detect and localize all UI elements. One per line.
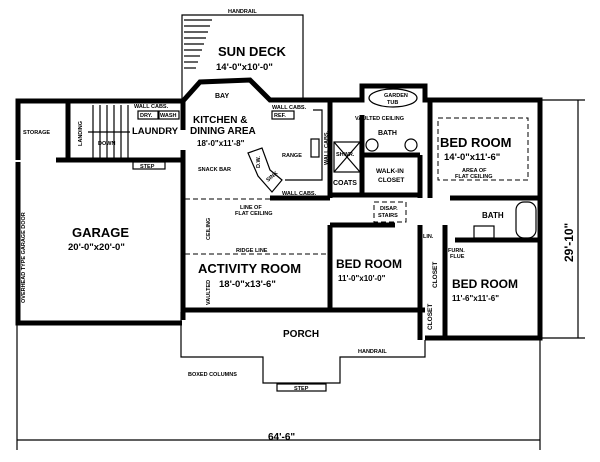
- handrail-label: HANDRAIL: [228, 9, 257, 15]
- ref-label: REF.: [274, 113, 286, 119]
- master-bath-label: BATH: [378, 130, 397, 137]
- stairs: [88, 105, 130, 158]
- walls: [15, 77, 543, 341]
- walk-in-closet-2: CLOSET: [378, 177, 404, 184]
- furn-flue-2: FLUE: [450, 254, 465, 260]
- porch-handrail-label: HANDRAIL: [358, 349, 387, 355]
- sun-deck: HANDRAIL SUN DECK 14'-0"x10'-0": [181, 9, 304, 100]
- laundry-label: LAUNDRY: [132, 126, 179, 137]
- ridge-line-label: RIDGE LINE: [236, 248, 268, 254]
- closet-1-label: CLOSET: [432, 262, 439, 288]
- wall-cabs-kitchen-right: WALL CABS.: [324, 130, 330, 165]
- bath-label: BATH: [482, 211, 504, 220]
- garage-label: GARAGE: [72, 225, 129, 240]
- activity-room-size: 18'-0"x13'-6": [219, 279, 276, 290]
- wall-cabs-laundry: WALL CABS.: [134, 104, 169, 110]
- laundry-step-label: STEP: [140, 164, 155, 170]
- shower-label: SHWR.: [336, 152, 355, 158]
- dryer-label: DRY.: [140, 113, 153, 119]
- snack-bar-label: SNACK BAR: [198, 167, 231, 173]
- width-dimension: 64'-6": [268, 432, 295, 443]
- sun-deck-size: 14'-0"x10'-0": [216, 62, 273, 73]
- depth-dimension: 29'-10": [562, 223, 576, 262]
- boxed-columns-label: BOXED COLUMNS: [188, 372, 237, 378]
- bedroom-2-size: 11'-0"x10'-0": [338, 274, 386, 283]
- walk-in-closet-1: WALK-IN: [376, 168, 404, 175]
- disap-stairs-2: STAIRS: [378, 213, 398, 219]
- ceiling-label: CEILING: [206, 218, 212, 240]
- washer-label: WASH: [160, 113, 177, 119]
- linen-label: LIN.: [423, 234, 434, 240]
- line-flat-ceiling-1: LINE OF: [240, 205, 262, 211]
- master-bedroom-size: 14'-0"x11'-6": [444, 152, 500, 163]
- area-flat-ceiling-1: AREA OF: [462, 168, 487, 174]
- furn-flue-1: FURN.: [448, 248, 465, 254]
- bedroom-3-size: 11'-6"x11'-6": [452, 294, 499, 303]
- closet-2-label: CLOSET: [427, 304, 434, 330]
- dimension-lines: [16, 99, 585, 450]
- garage-size: 20'-0"x20'-0": [68, 242, 125, 253]
- bay-label: BAY: [215, 93, 229, 100]
- wall-cabs-kitchen-top: WALL CABS.: [272, 105, 307, 111]
- range-label: RANGE: [282, 153, 302, 159]
- porch-label: PORCH: [283, 329, 319, 340]
- garden-tub-2: TUB: [387, 100, 398, 106]
- coats-label: COATS: [333, 180, 357, 187]
- kitchen-size: 18'-0"x11'-8": [197, 139, 245, 148]
- storage-label: STORAGE: [23, 130, 50, 136]
- kitchen-label-1: KITCHEN &: [193, 115, 247, 126]
- dishwasher-label: D.W.: [256, 156, 262, 168]
- vaulted-label: VAULTED: [206, 280, 212, 305]
- landing-label: LANDING: [78, 121, 84, 146]
- bedroom-3-label: BED ROOM: [452, 277, 518, 291]
- porch-step-label: STEP: [294, 386, 309, 392]
- master-bedroom-label: BED ROOM: [440, 135, 512, 150]
- activity-room-label: ACTIVITY ROOM: [198, 261, 301, 276]
- sink-label: SINK: [265, 170, 279, 183]
- garden-tub-1: GARDEN: [384, 93, 408, 99]
- down-label: DOWN: [98, 141, 115, 147]
- garage-door-label: OVERHEAD TYPE GARAGE DOOR: [21, 212, 27, 303]
- area-flat-ceiling-2: FLAT CEILING: [455, 174, 492, 180]
- wall-cabs-kitchen-bottom: WALL CABS.: [282, 191, 317, 197]
- sun-deck-label: SUN DECK: [218, 44, 287, 59]
- bedroom-2-label: BED ROOM: [336, 257, 402, 271]
- disap-stairs-1: DISAP.: [380, 206, 398, 212]
- line-flat-ceiling-2: FLAT CEILING: [235, 211, 272, 217]
- vaulted-ceiling-label: VAULTED CEILING: [355, 116, 404, 122]
- kitchen-label-2: DINING AREA: [190, 126, 256, 137]
